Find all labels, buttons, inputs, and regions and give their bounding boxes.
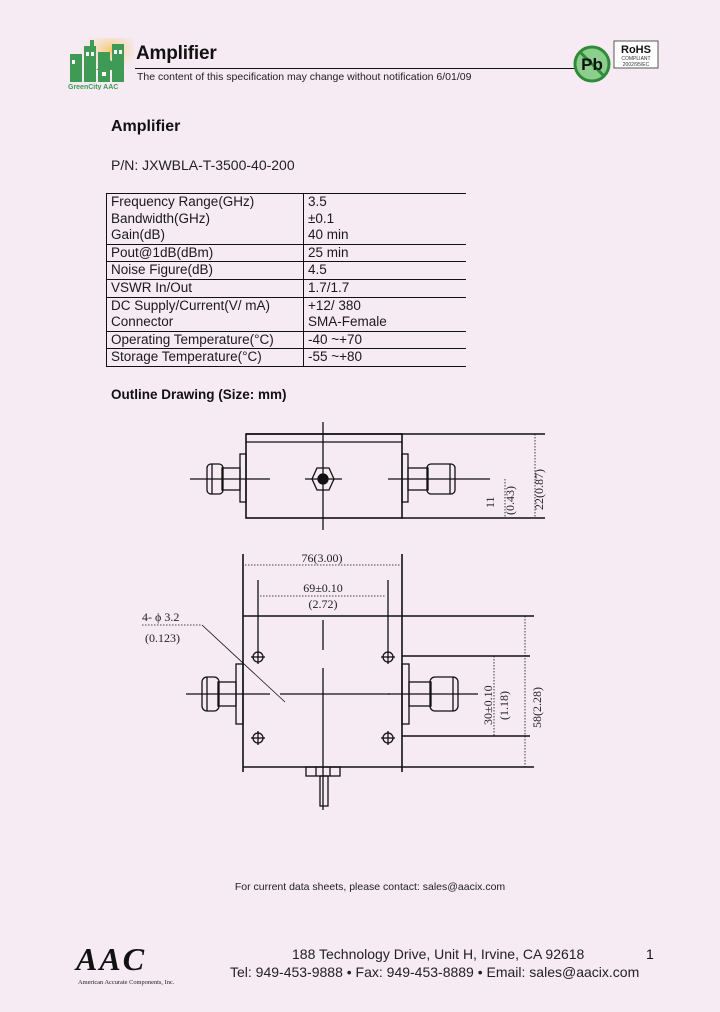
spec-param: DC Supply/Current(V/ mA): [106, 297, 304, 315]
table-row: Noise Figure(dB)4.5: [106, 261, 466, 280]
spec-value: 25 min: [303, 244, 466, 263]
spec-param: Noise Figure(dB): [106, 261, 304, 280]
spec-param: Connector: [106, 314, 304, 332]
spec-param: Gain(dB): [106, 227, 304, 245]
svg-text:58(2.28): 58(2.28): [530, 687, 544, 728]
header-notice: The content of this specification may ch…: [137, 71, 472, 83]
company-address: 188 Technology Drive, Unit H, Irvine, CA…: [292, 946, 585, 962]
svg-text:76(3.00): 76(3.00): [302, 551, 343, 565]
outline-title: Outline Drawing (Size: mm): [111, 387, 287, 402]
svg-text:30±0.10: 30±0.10: [481, 685, 495, 725]
contact-note: For current data sheets, please contact:…: [234, 881, 506, 893]
table-row: Storage Temperature(°C)-55 ~+80: [106, 348, 466, 367]
product-title: Amplifier: [111, 118, 181, 135]
table-row: Frequency Range(GHz)3.5: [106, 192, 466, 211]
header-title: Amplifier: [136, 43, 217, 64]
spec-value: 4.5: [303, 261, 466, 280]
table-row: Bandwidth(GHz)±0.1: [106, 210, 467, 228]
table-row: Operating Temperature(°C)-40 ~+70: [106, 331, 466, 350]
greencity-logo: GreenCity AAC: [66, 38, 134, 90]
spec-param: Storage Temperature(°C): [106, 348, 304, 367]
company-contact-line: Tel: 949-453-9888 • Fax: 949-453-8889 • …: [230, 964, 640, 980]
part-number: P/N: JXWBLA-T-3500-40-200: [111, 157, 295, 173]
svg-text:(0.43): (0.43): [503, 486, 517, 515]
top-view: 76(3.00) 69±0.10 (2.72) 4- ϕ 3.2 (0.123)…: [142, 551, 544, 810]
svg-text:4- ϕ 3.2: 4- ϕ 3.2: [142, 610, 179, 624]
aac-logo: AAC American Accurate Components, Inc.: [74, 941, 175, 986]
svg-text:(0.123): (0.123): [145, 631, 180, 645]
spec-param: Bandwidth(GHz): [106, 210, 304, 228]
svg-text:RoHS: RoHS: [621, 44, 651, 56]
table-row: Gain(dB)40 min: [106, 227, 466, 245]
svg-text:(1.18): (1.18): [497, 691, 511, 720]
spec-param: Operating Temperature(°C): [106, 331, 304, 350]
pb-free-icon: Pb: [573, 45, 611, 83]
svg-text:69±0.10: 69±0.10: [303, 581, 343, 595]
svg-text:American Accurate Components,: American Accurate Components, Inc.: [78, 979, 175, 986]
svg-text:2002/95/EC: 2002/95/EC: [623, 62, 650, 68]
svg-text:Pb: Pb: [581, 55, 603, 74]
side-view: 11 (0.43) 22(0.87): [190, 422, 546, 530]
spec-value: 3.5: [303, 192, 466, 211]
mounting-hole-icon: [251, 650, 395, 745]
table-row: DC Supply/Current(V/ mA)+12/ 380: [106, 297, 467, 315]
rohs-pb-badge: Pb RoHS COMPLIANT 2002/95/EC: [573, 40, 659, 83]
outline-drawing: 11 (0.43) 22(0.87): [142, 422, 546, 810]
header-divider: [135, 68, 577, 69]
svg-text:GreenCity AAC: GreenCity AAC: [68, 84, 118, 90]
spec-value: SMA-Female: [303, 314, 466, 332]
svg-text:COMPLIANT: COMPLIANT: [621, 56, 650, 62]
svg-text:22(0.87): 22(0.87): [532, 469, 546, 510]
spec-param: Pout@1dB(dBm): [106, 244, 304, 263]
spec-value: -40 ~+70: [303, 331, 466, 350]
svg-text:11: 11: [483, 496, 497, 508]
spec-value: 1.7/1.7: [303, 279, 466, 298]
spec-param: Frequency Range(GHz): [106, 192, 304, 211]
rohs-icon: RoHS COMPLIANT 2002/95/EC: [613, 40, 659, 69]
spec-value: ±0.1: [308, 210, 335, 226]
spec-value: -55 ~+80: [303, 348, 466, 367]
spec-value: 40 min: [303, 227, 466, 245]
table-row: Pout@1dB(dBm)25 min: [106, 244, 466, 263]
svg-text:AAC: AAC: [74, 941, 146, 977]
spec-param: VSWR In/Out: [106, 279, 304, 298]
spec-value: +12/ 380: [308, 297, 361, 313]
svg-text:(2.72): (2.72): [309, 597, 338, 611]
spec-table: Frequency Range(GHz)3.5 Bandwidth(GHz)±0…: [106, 192, 467, 367]
page-number: 1: [646, 946, 654, 962]
